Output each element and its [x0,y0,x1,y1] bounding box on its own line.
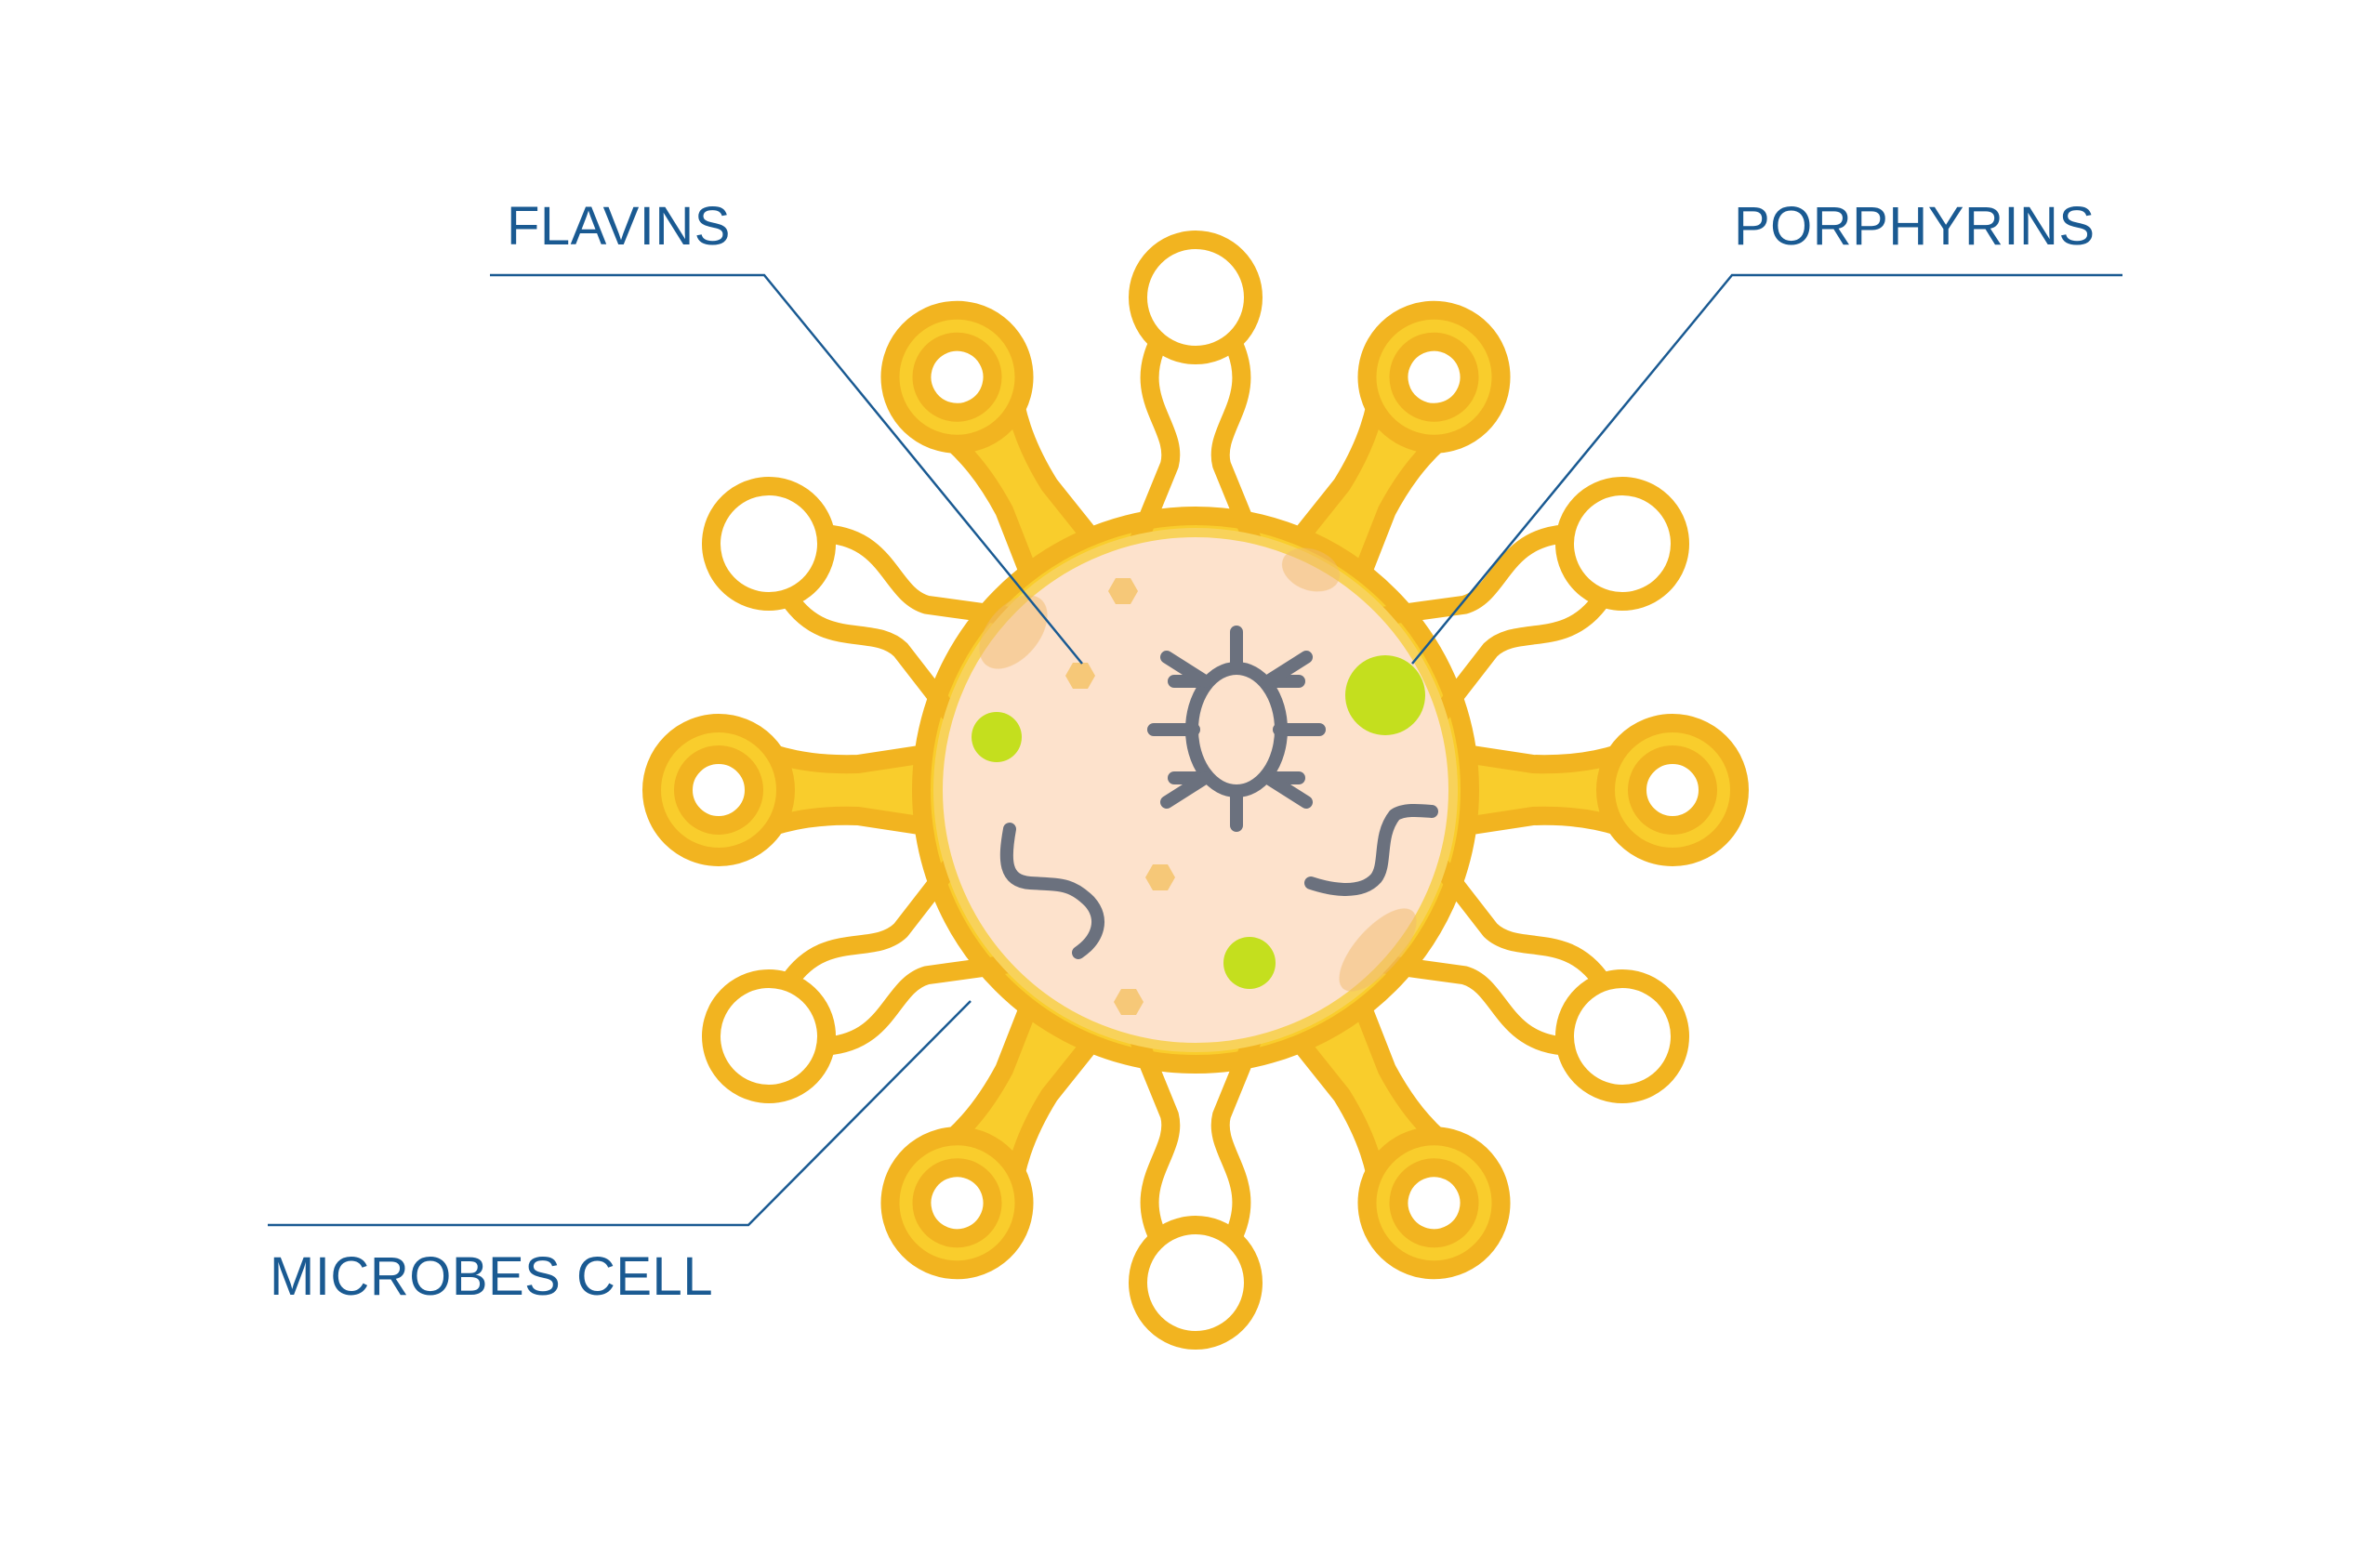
bug-icon [1147,626,1326,832]
label-flavins: FLAVINS [507,196,731,257]
leader-line-flavins [490,273,1083,665]
leader-lines [268,273,2122,1227]
porphyrin-molecules [972,655,1425,989]
worm-icon [999,803,1438,959]
highlights [979,547,1417,992]
label-microbes-cell: MICROBES CELL [270,1246,714,1307]
leader-line-porphyrins [1411,273,2122,665]
label-porphyrins: PORPHYRINS [1734,196,2096,257]
leader-line-microbes-cell [268,1000,972,1227]
flavin-molecules [1065,578,1175,1015]
